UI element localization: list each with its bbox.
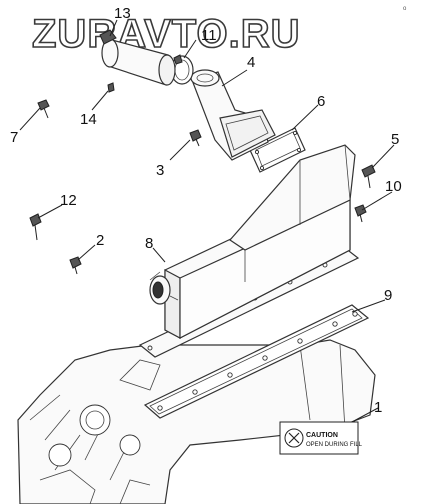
manifold-gasket: [143, 304, 370, 419]
callout-9: 9: [384, 287, 392, 304]
callout-14: 14: [80, 111, 97, 128]
bolt-7: [37, 99, 50, 119]
leader-lines: [19, 19, 395, 423]
intake-manifold: [138, 144, 360, 358]
decal-text: OPEN DURING FILL: [306, 442, 363, 448]
callout-6: 6: [317, 93, 325, 110]
callout-1: 1: [374, 399, 382, 416]
bolt-3: [189, 129, 202, 147]
callout-11: 11: [201, 27, 217, 44]
fitting-5: [361, 164, 376, 189]
bolt-10: [354, 204, 367, 223]
hose-clamp: [170, 54, 194, 85]
decal-title: CAUTION: [306, 432, 338, 439]
callout-10: 10: [385, 178, 402, 195]
corner-mark: o: [403, 6, 407, 12]
callout-8: 8: [145, 235, 153, 252]
inlet-elbow: [190, 69, 276, 161]
callout-2: 2: [96, 232, 104, 249]
callout-numbers: 1 2 3 4 5 6 7 8 9 10 11 12 13 14: [10, 5, 402, 416]
callout-4: 4: [247, 54, 255, 71]
callout-3: 3: [156, 162, 164, 179]
callout-13: 13: [114, 5, 131, 22]
inlet-gasket: [249, 127, 306, 173]
caution-decal: CAUTION OPEN DURING FILL: [279, 421, 363, 455]
callout-5: 5: [391, 131, 399, 148]
gasket-bolt-holes: [157, 311, 358, 411]
watermark-text: ZURAVTO.RU: [32, 12, 301, 56]
inlet-hose: [99, 29, 176, 86]
callout-12: 12: [60, 192, 77, 209]
bolt-14: [107, 82, 115, 93]
bolt-12: [29, 213, 42, 241]
bolt-2: [69, 256, 82, 275]
engine-block: [17, 339, 376, 504]
callout-7: 7: [10, 129, 18, 146]
